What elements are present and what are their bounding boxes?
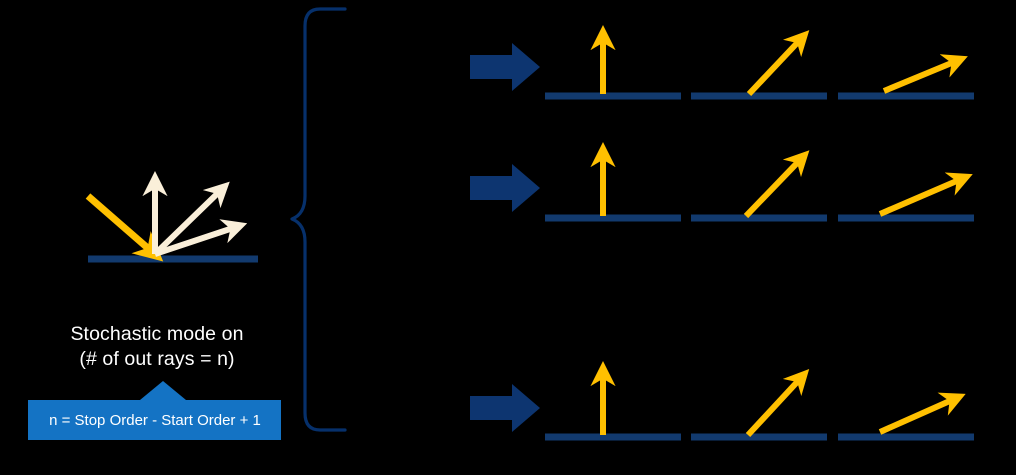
ray-row-3: [470, 361, 974, 441]
block-arrow-right[interactable]: [470, 164, 540, 212]
callout-box[interactable]: [28, 381, 281, 440]
callout-label: n = Stop Order - Start Order + 1: [49, 412, 261, 429]
block-arrow-right[interactable]: [470, 384, 540, 432]
grouping-brace: [290, 7, 347, 432]
ray-row-1: [470, 25, 974, 100]
cell-1-2-ray: [746, 30, 810, 97]
caption-line-1: Stochastic mode on: [70, 323, 244, 345]
left-scatter-diagram: [85, 171, 258, 263]
out-ray-3: [154, 219, 248, 257]
cell-3-3-ray: [878, 392, 966, 435]
caption-line-2: (# of out rays = n): [79, 348, 235, 370]
out-ray-2: [152, 181, 230, 257]
stochastic-caption: Stochastic mode on (# of out rays = n): [0, 322, 322, 372]
ray-row-2: [470, 142, 974, 222]
block-arrow-right[interactable]: [470, 43, 540, 91]
cell-3-2-ray: [745, 369, 810, 438]
incoming-ray: [85, 193, 164, 262]
cell-2-3-ray: [878, 172, 973, 217]
callout-shape: [28, 381, 281, 440]
cell-1-3-ray: [882, 54, 968, 94]
cell-2-2-ray: [743, 150, 810, 219]
